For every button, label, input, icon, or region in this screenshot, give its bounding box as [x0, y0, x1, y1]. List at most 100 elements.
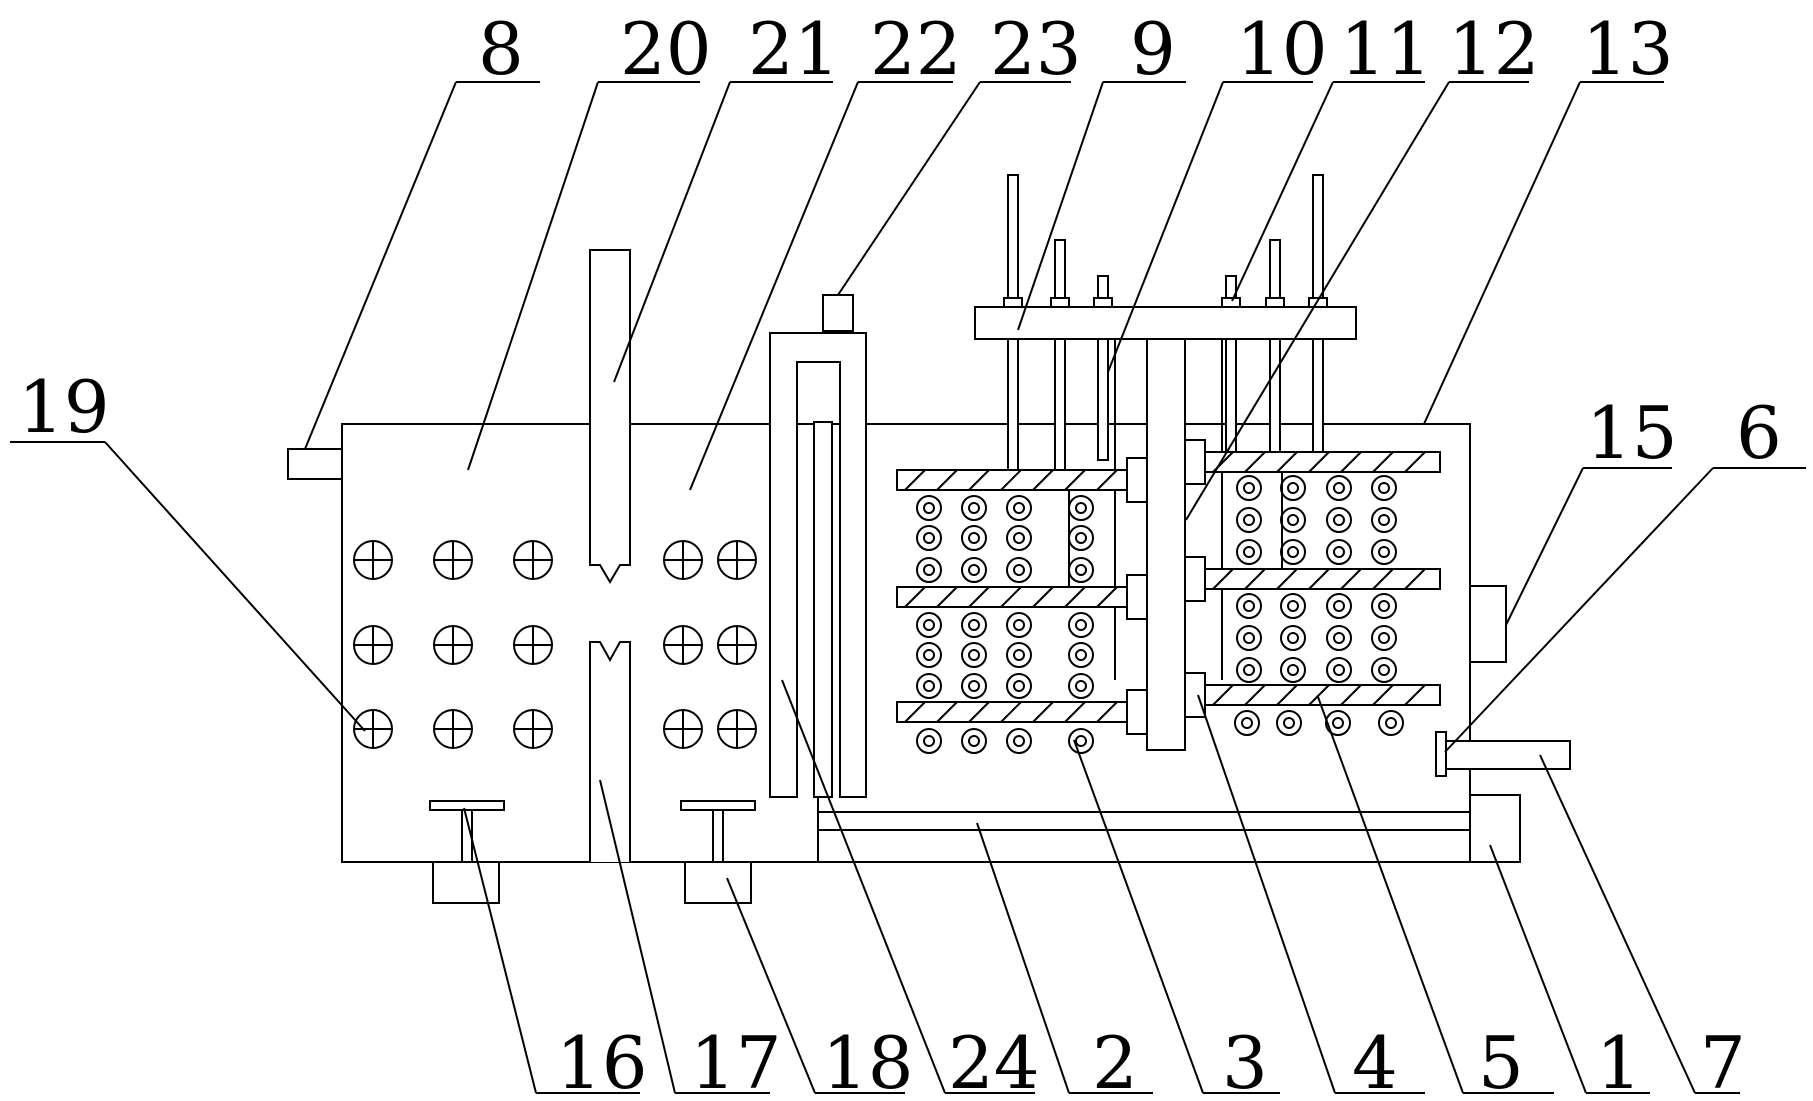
left-connector-block	[1126, 457, 1148, 503]
right-connector-block	[1184, 556, 1206, 602]
media-ball	[1236, 657, 1262, 683]
media-ball-outer	[1006, 557, 1032, 583]
media-ball	[1326, 593, 1352, 619]
label-17: 17	[690, 1021, 782, 1101]
media-ball-inner	[1378, 514, 1390, 526]
media-ball-inner	[1243, 664, 1255, 676]
media-ball-outer	[1378, 710, 1404, 736]
media-ball-outer	[916, 673, 942, 699]
bottom-pipe	[817, 796, 1470, 862]
media-ball-inner	[1333, 600, 1345, 612]
media-ball-outer	[1280, 539, 1306, 565]
label-22: 22	[870, 7, 962, 91]
media-ball-outer	[961, 525, 987, 551]
media-ball	[1068, 673, 1094, 699]
plate-hatch	[936, 586, 958, 608]
u-tube-separator	[769, 294, 867, 798]
media-ball-outer	[1006, 728, 1032, 754]
label-5: 5	[1478, 1021, 1524, 1101]
plate-hatch	[936, 469, 958, 491]
plate-hatch	[1308, 684, 1330, 706]
media-ball-inner	[1013, 680, 1025, 692]
media-ball-outer	[1068, 557, 1094, 583]
media-ball	[1006, 557, 1032, 583]
media-ball	[961, 525, 987, 551]
media-ball	[1236, 539, 1262, 565]
media-ball	[916, 495, 942, 521]
media-ball	[1326, 475, 1352, 501]
lifting-frame	[974, 174, 1357, 680]
label-3: 3	[1222, 1021, 1268, 1101]
media-ball-outer	[1068, 612, 1094, 638]
media-ball	[1371, 507, 1397, 533]
media-ball-outer	[1326, 657, 1352, 683]
media-ball-inner	[1378, 546, 1390, 558]
inlet-port	[287, 448, 343, 480]
label-24: 24	[948, 1021, 1040, 1101]
plate-hatch	[968, 701, 990, 723]
media-ball-outer	[1006, 612, 1032, 638]
media-ball-inner	[923, 680, 935, 692]
media-ball-inner	[1243, 514, 1255, 526]
media-ball-outer	[1280, 593, 1306, 619]
plate-hatch	[936, 701, 958, 723]
media-ball-outer	[1326, 507, 1352, 533]
hatched-plate	[1204, 684, 1441, 706]
media-ball	[1325, 710, 1351, 736]
media-ball	[961, 557, 987, 583]
label-11: 11	[1340, 7, 1432, 91]
media-ball	[961, 728, 987, 754]
media-ball-inner	[1378, 632, 1390, 644]
hatched-plate	[1204, 568, 1441, 590]
media-ball-outer	[1068, 495, 1094, 521]
plate-hatch	[1372, 451, 1394, 473]
media-ball-inner	[1378, 482, 1390, 494]
media-ball-inner	[1385, 717, 1397, 729]
media-ball-inner	[1075, 502, 1087, 514]
media-ball-inner	[968, 502, 980, 514]
media-ball-inner	[1333, 546, 1345, 558]
media-ball-outer	[961, 673, 987, 699]
label-7: 7	[1700, 1021, 1746, 1101]
media-ball	[1068, 612, 1094, 638]
media-ball-inner	[1243, 632, 1255, 644]
plate-hatch	[1096, 586, 1118, 608]
media-ball-outer	[916, 612, 942, 638]
plate-hatch	[1064, 586, 1086, 608]
media-ball-inner	[1287, 546, 1299, 558]
guide-rod	[1097, 275, 1109, 461]
label-23: 23	[990, 7, 1082, 91]
media-ball	[1276, 710, 1302, 736]
lower-baffle	[589, 641, 631, 862]
guide-rod	[1269, 239, 1281, 461]
media-ball	[961, 642, 987, 668]
media-ball-inner	[1075, 649, 1087, 661]
media-ball-outer	[1068, 728, 1094, 754]
media-ball-inner	[923, 735, 935, 747]
media-ball	[1068, 557, 1094, 583]
media-ball-outer	[1006, 673, 1032, 699]
media-ball-outer	[1006, 642, 1032, 668]
plate-outline	[1204, 684, 1441, 706]
media-ball-outer	[1326, 625, 1352, 651]
media-ball-outer	[961, 612, 987, 638]
media-ball-outer	[961, 728, 987, 754]
rod-nut	[1003, 297, 1023, 308]
media-ball	[961, 495, 987, 521]
media-ball-outer	[1234, 710, 1260, 736]
label-8: 8	[478, 7, 524, 91]
label-13: 13	[1582, 7, 1674, 91]
plate-hatch	[1000, 701, 1022, 723]
plate-hatch	[1064, 469, 1086, 491]
plate-hatch	[1372, 684, 1394, 706]
media-ball-inner	[1013, 502, 1025, 514]
media-ball-inner	[1378, 664, 1390, 676]
media-ball	[1371, 593, 1397, 619]
plate-hatch	[1244, 684, 1266, 706]
media-ball-inner	[923, 564, 935, 576]
hatched-plate	[896, 469, 1128, 491]
diffuser-circle	[353, 540, 393, 580]
media-ball	[1006, 495, 1032, 521]
media-ball-outer	[1371, 657, 1397, 683]
